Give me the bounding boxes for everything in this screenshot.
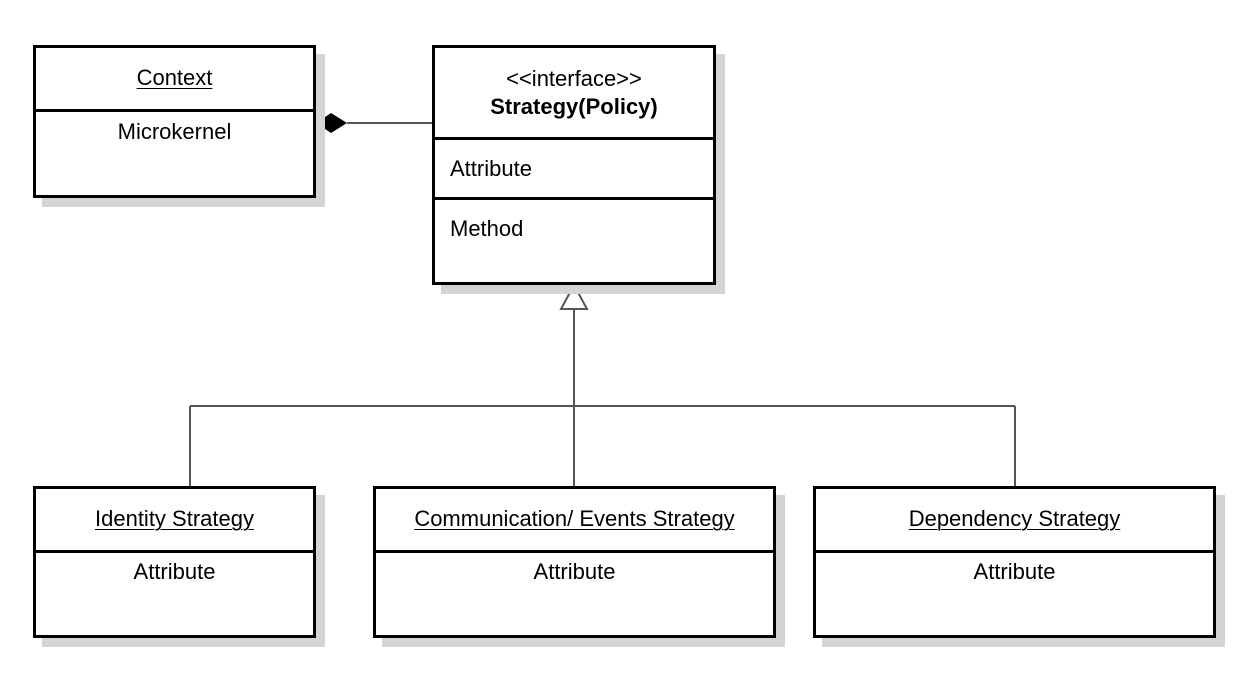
strategy-name-compartment: <<interface>> Strategy(Policy) xyxy=(435,48,713,137)
strategy-method: Method xyxy=(450,216,524,241)
identity-attribute-compartment: Attribute xyxy=(36,550,313,585)
context-attribute-compartment: Microkernel xyxy=(36,109,313,145)
identity-strategy-class[interactable]: Identity Strategy Attribute xyxy=(33,486,316,638)
strategy-interface[interactable]: <<interface>> Strategy(Policy) Attribute… xyxy=(432,45,716,285)
strategy-interface-name: Strategy(Policy) xyxy=(490,94,658,119)
communication-class-name: Communication/ Events Strategy xyxy=(414,506,735,531)
identity-attribute: Attribute xyxy=(133,559,216,584)
strategy-attribute-compartment: Attribute xyxy=(435,137,713,197)
strategy-attribute: Attribute xyxy=(450,156,532,181)
dependency-name-compartment: Dependency Strategy xyxy=(816,489,1213,550)
context-class-name: Context xyxy=(136,65,213,90)
strategy-stereotype: <<interface>> xyxy=(506,66,642,91)
composition-diamond-icon xyxy=(316,113,347,133)
context-name-compartment: Context xyxy=(36,48,313,109)
communication-attribute: Attribute xyxy=(533,559,616,584)
identity-name-compartment: Identity Strategy xyxy=(36,489,313,550)
communication-attribute-compartment: Attribute xyxy=(376,550,773,585)
dependency-attribute: Attribute xyxy=(973,559,1056,584)
communication-strategy-class[interactable]: Communication/ Events Strategy Attribute xyxy=(373,486,776,638)
identity-class-name: Identity Strategy xyxy=(95,506,254,531)
dependency-attribute-compartment: Attribute xyxy=(816,550,1213,585)
dependency-strategy-class[interactable]: Dependency Strategy Attribute xyxy=(813,486,1216,638)
context-class[interactable]: Context Microkernel xyxy=(33,45,316,198)
context-attribute: Microkernel xyxy=(117,119,232,144)
dependency-class-name: Dependency Strategy xyxy=(908,506,1121,531)
realization-arrowhead-icon xyxy=(559,282,589,310)
communication-name-compartment: Communication/ Events Strategy xyxy=(376,489,773,550)
strategy-method-compartment: Method xyxy=(435,197,713,242)
